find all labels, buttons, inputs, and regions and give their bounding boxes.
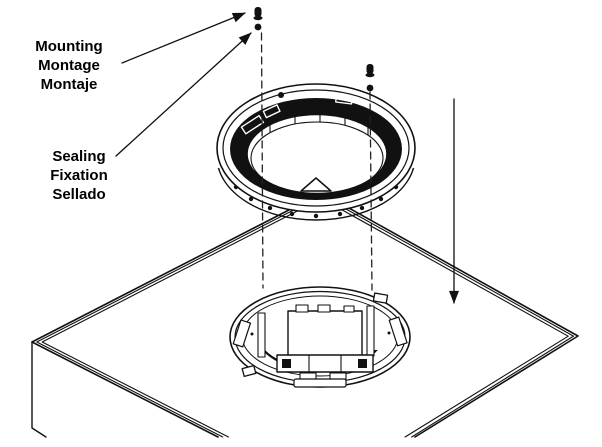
sealing-washer-right [366, 84, 374, 92]
alignment-dashed-line-left [260, 32, 264, 289]
alignment-dashed-line-right [369, 91, 373, 291]
mounting-screw-left [253, 7, 263, 31]
ring-clip-details [240, 92, 353, 135]
mounting-label-line-fr: Montage [38, 57, 100, 74]
sealing-label-line-en: Sealing [52, 148, 106, 165]
mounting-label: Mounting Montage Montaje [8, 37, 130, 94]
callout-arrow-mounting [121, 12, 246, 64]
ring-inner-ticks [269, 114, 369, 136]
sealing-label-line-fr: Fixation [50, 167, 108, 184]
mounting-label-line-en: Mounting [35, 38, 103, 55]
ring-triangle-marker [300, 177, 332, 192]
sealing-label: Sealing Fixation Sellado [18, 147, 140, 204]
sealing-label-line-es: Sellado [52, 186, 106, 203]
callout-arrow-sealing [115, 32, 252, 157]
mounting-label-line-es: Montaje [40, 76, 98, 93]
panel-left-edge [31, 341, 47, 438]
panel-illustration [31, 192, 579, 438]
cutout-hole-illustration [229, 286, 411, 388]
sealing-washer-left [254, 23, 262, 31]
mounting-screw-right [365, 64, 375, 92]
mounting-ring-illustration [216, 83, 416, 221]
